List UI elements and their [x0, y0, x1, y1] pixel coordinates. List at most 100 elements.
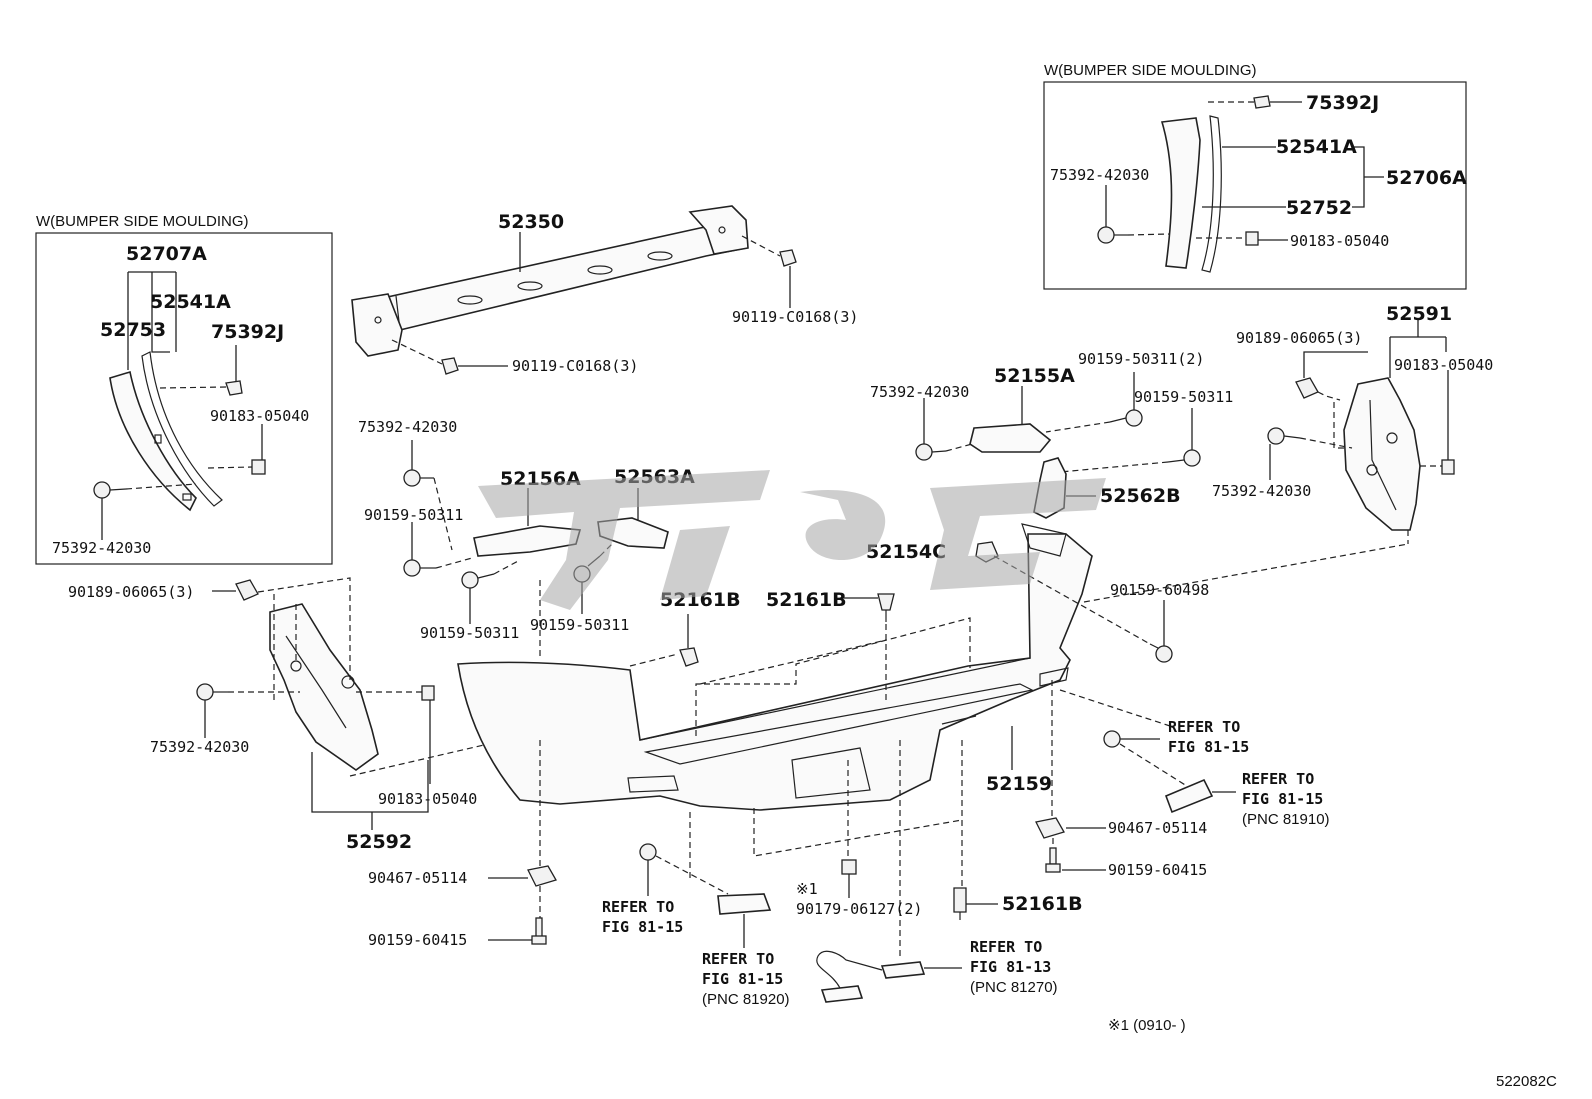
screw-refer-a	[1103, 730, 1121, 748]
label-52592: 52592	[346, 831, 412, 853]
left-inset-caption: W(BUMPER SIDE MOULDING)	[36, 213, 249, 230]
watermark-logo	[478, 470, 1106, 610]
label-52154C: 52154C	[866, 541, 946, 563]
screw-90159-right-lower	[1167, 449, 1201, 467]
screw-90159-right-upper	[1109, 409, 1143, 427]
nut-90467-right	[1035, 817, 1065, 839]
right-inset-nut	[1245, 231, 1259, 246]
label-90159-50311-c: 90159-50311	[530, 616, 629, 634]
bolt-90179	[841, 859, 857, 875]
side-bracket-right-52591	[1343, 377, 1421, 531]
clip-90189-right	[1295, 377, 1319, 399]
label-75392J-left: 75392J	[211, 321, 284, 343]
bolt-90119-top	[779, 249, 797, 267]
label-90183-right: 90183-05040	[1394, 356, 1493, 374]
reflector-left	[717, 893, 772, 915]
label-52562B: 52562B	[1100, 485, 1181, 507]
label-52591: 52591	[1386, 303, 1452, 325]
label-90467-right: 90467-05114	[1108, 819, 1207, 837]
clip-52161B-b	[877, 593, 895, 622]
label-90119-mid: 90119-C0168(3)	[512, 357, 638, 375]
refer-e-line1: REFER TO	[970, 938, 1042, 956]
right-inset-screw	[1097, 226, 1128, 244]
label-90159-50311-a: 90159-50311	[364, 506, 463, 524]
label-90467-left: 90467-05114	[368, 869, 467, 887]
left-inset-nut	[251, 459, 266, 475]
label-75392-right-bracket: 75392-42030	[1212, 482, 1311, 500]
bumper-reinforcement	[351, 205, 749, 357]
label-90159-60498: 90159-60498	[1110, 581, 1209, 599]
reflector-right	[1164, 778, 1214, 814]
right-inset-box	[1043, 81, 1467, 290]
refer-a-line2: FIG 81-15	[1168, 738, 1249, 756]
refer-c-line2: FIG 81-15	[602, 918, 683, 936]
label-90183-left-inset: 90183-05040	[210, 407, 309, 425]
label-90159-60415-right: 90159-60415	[1108, 861, 1207, 879]
label-75392-left-bracket: 75392-42030	[150, 738, 249, 756]
label-52541A-left: 52541A	[150, 291, 231, 313]
label-90189-right: 90189-06065(3)	[1236, 329, 1362, 347]
refer-c-line1: REFER TO	[602, 898, 674, 916]
refer-b-line1: REFER TO	[1242, 770, 1314, 788]
screw-90159-60415-right	[1045, 847, 1061, 873]
label-52753: 52753	[100, 319, 166, 341]
left-side-moulding	[109, 351, 223, 512]
screw-75392-right-bracket	[1267, 427, 1301, 445]
screw-90159-60498	[1149, 643, 1173, 663]
label-52350: 52350	[498, 211, 564, 233]
label-52161B-b: 52161B	[766, 589, 847, 611]
clip-52161B-c	[953, 887, 967, 920]
refer-b-line3: (PNC 81910)	[1242, 811, 1330, 828]
nut-90183-right	[1441, 459, 1455, 475]
label-52161B-c: 52161B	[1002, 893, 1083, 915]
clip-52161B-a	[679, 647, 699, 667]
screw-90159-b	[461, 571, 495, 589]
refer-e-line2: FIG 81-13	[970, 958, 1051, 976]
clip-90189-left	[235, 579, 259, 601]
label-90159-50311-2: 90159-50311(2)	[1078, 350, 1204, 368]
nut-90183-left	[421, 685, 435, 701]
retainer-52156A	[473, 525, 582, 557]
right-inset-clip	[1253, 95, 1271, 109]
label-90183-right-inset: 90183-05040	[1290, 232, 1389, 250]
refer-d-line2: FIG 81-15	[702, 970, 783, 988]
bolt-90119-mid	[441, 357, 459, 375]
screw-75392-mid-right	[915, 443, 947, 461]
label-52706A: 52706A	[1386, 167, 1467, 189]
figure-code: 522082C	[1496, 1073, 1557, 1090]
label-52752: 52752	[1286, 197, 1352, 219]
refer-b-line2: FIG 81-15	[1242, 790, 1323, 808]
left-inset-box	[35, 232, 333, 565]
refer-d-line1: REFER TO	[702, 950, 774, 968]
screw-75392-left-bracket	[196, 683, 228, 701]
side-bracket-left-52592	[269, 603, 379, 771]
refer-e-line3: (PNC 81270)	[970, 979, 1058, 996]
screw-refer-c	[639, 843, 657, 861]
refer-a-line1: REFER TO	[1168, 718, 1240, 736]
nut-90467-left	[527, 865, 557, 887]
label-52155A: 52155A	[994, 365, 1075, 387]
screw-90159-a	[403, 559, 436, 577]
left-inset-clip	[225, 380, 243, 396]
right-side-moulding	[1160, 115, 1222, 273]
label-90179: 90179-06127(2)	[796, 900, 922, 918]
label-52707A: 52707A	[126, 243, 207, 265]
label-90159-50311-b: 90159-50311	[420, 624, 519, 642]
right-inset-caption: W(BUMPER SIDE MOULDING)	[1044, 62, 1257, 79]
label-52541A-right: 52541A	[1276, 136, 1357, 158]
footnote: ※1 (0910- )	[1108, 1017, 1186, 1034]
label-75392-right-inset: 75392-42030	[1050, 166, 1149, 184]
label-mark1: ※1	[796, 880, 818, 898]
label-75392-mid-right: 75392-42030	[870, 383, 969, 401]
label-90159-60415-left: 90159-60415	[368, 931, 467, 949]
left-inset-screw	[93, 481, 127, 499]
label-90189-left: 90189-06065(3)	[68, 583, 194, 601]
label-90159-50311-right: 90159-50311	[1134, 388, 1233, 406]
label-75392-left-inset: 75392-42030	[52, 539, 151, 557]
bumper-cover-52159	[457, 523, 1093, 811]
screw-90159-60415-left	[531, 917, 547, 945]
label-75392-mid-left: 75392-42030	[358, 418, 457, 436]
label-75392J-right: 75392J	[1306, 92, 1379, 114]
